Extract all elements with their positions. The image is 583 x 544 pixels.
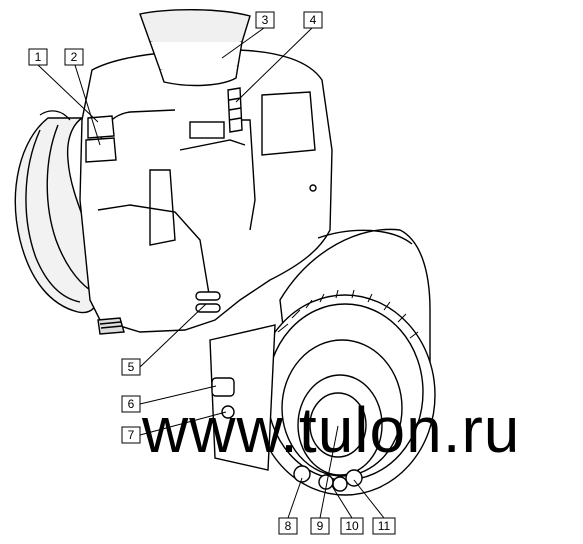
callout-10: 10: [340, 517, 364, 535]
callout-1: 1: [28, 48, 48, 66]
back-buttons: [85, 115, 117, 163]
callout-label: 8: [285, 519, 292, 533]
callout-4: 4: [303, 11, 323, 29]
watermark-text: www.tulon.ru: [141, 394, 520, 466]
callout-6: 6: [121, 395, 141, 413]
callout-label: 7: [128, 428, 135, 442]
callout-label: 3: [262, 13, 269, 27]
viewfinder-eyepiece: [139, 9, 251, 87]
callout-label: 5: [128, 360, 135, 374]
callout-label: 2: [71, 50, 78, 64]
callout-5: 5: [121, 358, 141, 376]
callout-11: 11: [372, 517, 396, 535]
camera-body: [79, 49, 333, 335]
callout-2: 2: [64, 48, 84, 66]
callout-label: 1: [35, 50, 42, 64]
callout-label: 9: [317, 519, 324, 533]
hand-strap: [14, 110, 99, 314]
callout-label: 10: [345, 519, 359, 533]
callout-9: 9: [310, 517, 330, 535]
callout-label: 6: [128, 397, 135, 411]
callout-8: 8: [278, 517, 298, 535]
callout-label: 11: [378, 519, 391, 533]
callout-3: 3: [255, 11, 275, 29]
callout-7: 7: [121, 426, 141, 444]
focus-wheel: [227, 87, 243, 133]
leader-lines: [37, 27, 385, 519]
callout-label: 4: [310, 13, 317, 27]
lens-assembly: [209, 228, 436, 496]
